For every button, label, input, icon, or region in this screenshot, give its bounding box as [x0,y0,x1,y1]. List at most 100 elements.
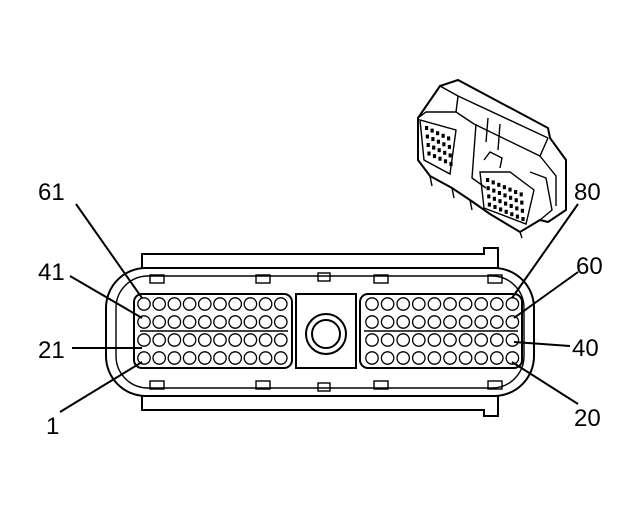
iso-pin [447,136,451,141]
pin-cavity [213,333,227,347]
pin-cavity [489,297,504,311]
iso-pin [497,191,501,195]
iso-pin [442,142,446,147]
iso-pin [491,180,495,185]
iso-pin [486,178,490,182]
connector-isometric-view [417,78,567,239]
pin-cavity [505,315,520,329]
iso-pin [521,217,525,221]
iso-pin [509,204,513,208]
iso-pin [503,193,507,198]
pin-cavity [411,351,426,365]
iso-pin [515,214,519,219]
pin-label-41: 41 [38,259,65,286]
iso-pin [430,128,434,133]
pin-cavity [167,297,182,311]
pin-cavity [365,351,379,365]
pin-cavity [243,297,258,311]
iso-pin [425,134,429,139]
iso-pin [436,131,440,136]
iso-pin [448,153,452,158]
pin-cavity [228,333,243,347]
pin-cavity [474,315,489,329]
pin-cavity [243,315,258,329]
pin-cavity [273,333,288,347]
pin-cavity [213,297,227,311]
pin-cavity [258,333,273,347]
pin-cavity [258,297,273,311]
leader-lines [59,203,579,413]
connector-front-view [105,247,535,417]
pin-cavity [167,315,182,329]
pin-cavity [505,351,520,365]
pin-cavity [458,315,473,329]
pin-cavity [380,351,395,365]
pin-cavity [443,297,457,311]
pin-cavity [197,297,212,311]
iso-pin [492,196,496,201]
pin-label-20: 20 [574,405,601,432]
pin-cavity [505,333,520,347]
iso-pin [427,151,431,156]
iso-pin [508,187,512,192]
pin-label-60: 60 [576,253,603,280]
iso-pin [498,199,502,204]
pin-cavity [474,333,489,347]
iso-pin [437,148,441,153]
iso-pin [492,188,496,193]
iso-pin [504,201,508,206]
iso-pin [425,126,429,130]
pin-cavity [443,333,457,347]
pin-cavity [380,315,395,329]
pin-cavity [396,351,411,365]
iso-pin [499,207,503,212]
iso-pin [449,161,453,166]
iso-pin [504,209,508,214]
iso-right-pins [486,178,525,221]
iso-pin [515,206,519,211]
pin-cavity [273,297,288,311]
iso-pin [493,205,497,209]
iso-pin [436,139,440,144]
pin-cavity [411,333,426,347]
pin-label-1: 1 [46,413,59,440]
iso-pin [502,185,506,190]
iso-pin [520,200,524,205]
pin-cavity [182,333,197,347]
pin-cavity [380,297,395,311]
pin-cavity [427,351,442,365]
pin-cavity [228,315,243,329]
pin-cavity [243,351,258,365]
pin-cavity [458,351,473,365]
iso-pin [443,150,447,155]
iso-pin [432,154,437,159]
pin-cavity [396,333,411,347]
pin-cavity [474,351,489,365]
pin-cavity [427,333,442,347]
pin-grid [137,297,520,365]
iso-pin [509,195,513,200]
iso-pin [497,182,501,187]
iso-left-pins [425,126,453,166]
pin-cavity [474,297,489,311]
pin-cavity [137,351,151,365]
pin-cavity [411,297,426,311]
pin-cavity [458,297,473,311]
pin-cavity [489,333,504,347]
pin-cavity [197,333,212,347]
pin-cavity [152,351,167,365]
pin-label-40: 40 [572,335,599,362]
pin-cavity [137,297,151,311]
pin-label-61: 61 [38,179,65,206]
pin-cavity [273,351,288,365]
iso-pin [441,133,445,138]
iso-pin [487,194,491,199]
iso-pin [486,186,490,191]
iso-pin [514,190,518,194]
pin-cavity [443,351,457,365]
pin-cavity [427,297,442,311]
iso-pin [514,198,518,203]
iso-pin [426,143,430,147]
iso-pin [520,208,524,213]
pin-cavity [197,315,212,329]
